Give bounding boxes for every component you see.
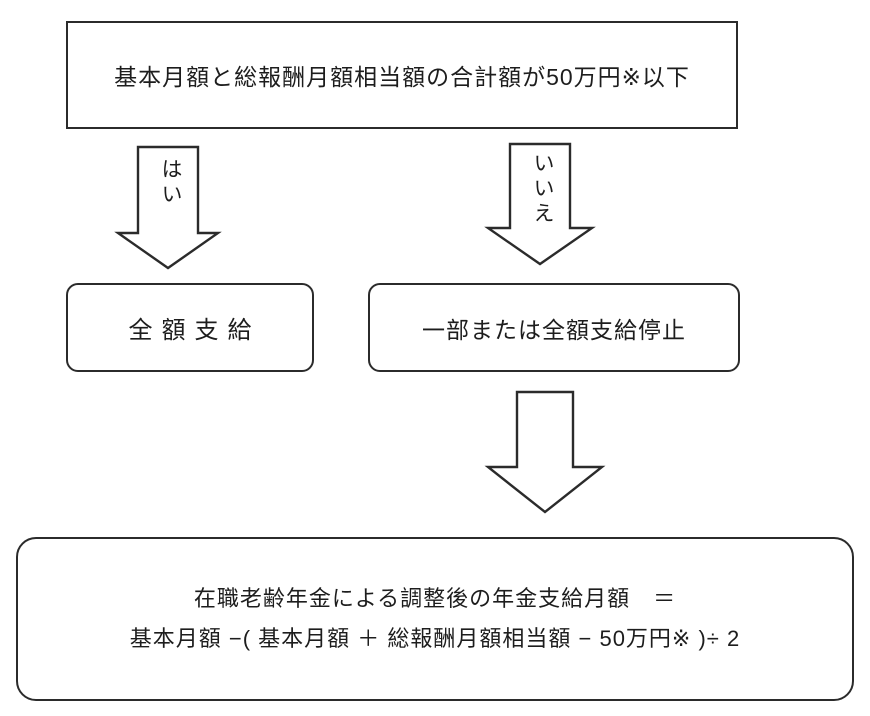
no-arrow-label: いいえ	[531, 152, 554, 227]
formula-line1: 在職老齢年金による調整後の年金支給月額 ＝	[193, 586, 677, 611]
condition-box: 基本月額と総報酬月額相当額の合計額が50万円※以下	[66, 21, 738, 129]
result-arrow-down-icon	[484, 390, 606, 514]
partial-stop-box: 一部または全額支給停止	[368, 283, 740, 372]
yes-arrow-label: はい	[159, 158, 182, 208]
yes-arrow-down-icon	[114, 145, 222, 270]
formula-line2: 基本月額 −( 基本月額 ＋ 総報酬月額相当額 − 50万円※ )÷ 2	[129, 626, 741, 651]
full-payment-text: 全額支給	[128, 317, 261, 344]
no-arrow-down-icon	[484, 142, 596, 266]
formula-box: 在職老齢年金による調整後の年金支給月額 ＝ 基本月額 −( 基本月額 ＋ 総報酬…	[16, 537, 854, 701]
partial-stop-text: 一部または全額支給停止	[422, 316, 686, 343]
condition-text: 基本月額と総報酬月額相当額の合計額が50万円※以下	[114, 64, 690, 90]
full-payment-box: 全額支給	[66, 283, 314, 372]
